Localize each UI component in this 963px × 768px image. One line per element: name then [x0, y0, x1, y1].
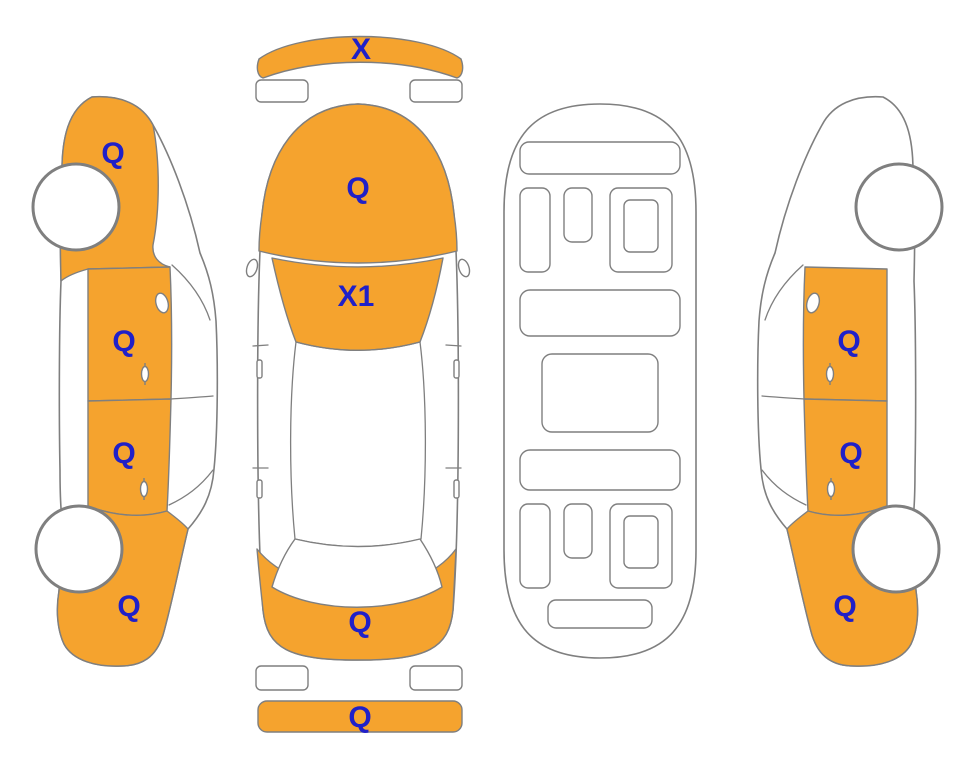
underside-rear-block — [563, 503, 593, 559]
underside-rear-crossmember — [519, 449, 681, 491]
underside-muffler-inner — [623, 515, 659, 569]
damage-marker-windshield: X1 — [338, 280, 375, 313]
top-left-rear-handle — [256, 479, 263, 499]
top-right-mirror — [457, 258, 471, 278]
damage-marker-right-front-door: Q — [837, 325, 860, 358]
damage-marker-right-rear-quarter: Q — [833, 590, 856, 623]
underside-front-crossmember — [519, 141, 681, 175]
damage-marker-left-rear-door: Q — [112, 437, 135, 470]
underside-front-block — [563, 187, 593, 243]
damage-marker-left-rear-quarter: Q — [117, 590, 140, 623]
front-left-lamp — [255, 79, 309, 103]
damage-marker-front-bumper: X — [351, 33, 371, 66]
panel-front-bumper[interactable] — [256, 35, 464, 79]
top-left-mirror — [245, 258, 259, 278]
top-right-front-handle — [453, 359, 460, 379]
rear-right-lamp — [409, 665, 463, 691]
damage-marker-rear-panel: Q — [348, 606, 371, 639]
panel-rear-bumper[interactable] — [257, 700, 463, 733]
underside-rear-bar — [547, 599, 653, 629]
top-left-front-handle — [256, 359, 263, 379]
top-view — [245, 35, 471, 733]
top-left-door-seam — [252, 344, 269, 347]
underside-front-rail-left — [519, 187, 551, 273]
underside-mid-crossmember — [519, 289, 681, 337]
underside-gearbox-inner — [623, 199, 659, 253]
underside-rear-rail-left — [519, 503, 551, 589]
rear-window[interactable] — [271, 538, 443, 608]
front-right-lamp — [409, 79, 463, 103]
underside-fuel-tank — [541, 353, 659, 433]
top-right-door-seam — [445, 344, 462, 347]
panel-hood[interactable] — [258, 103, 458, 264]
roof-outline[interactable] — [289, 341, 427, 548]
left-door-mirror — [154, 292, 170, 314]
top-right-rear-handle — [453, 479, 460, 499]
damage-marker-rear-bumper: Q — [348, 701, 371, 734]
damage-marker-right-rear-door: Q — [839, 437, 862, 470]
underside-view — [503, 103, 697, 659]
left-side-view — [31, 95, 219, 667]
damage-marker-hood: Q — [346, 172, 369, 205]
damage-marker-left-front-fender: Q — [101, 137, 124, 170]
right-door-mirror — [805, 292, 821, 314]
damage-marker-left-front-door: Q — [112, 325, 135, 358]
right-side-view — [756, 95, 944, 667]
rear-left-lamp — [255, 665, 309, 691]
